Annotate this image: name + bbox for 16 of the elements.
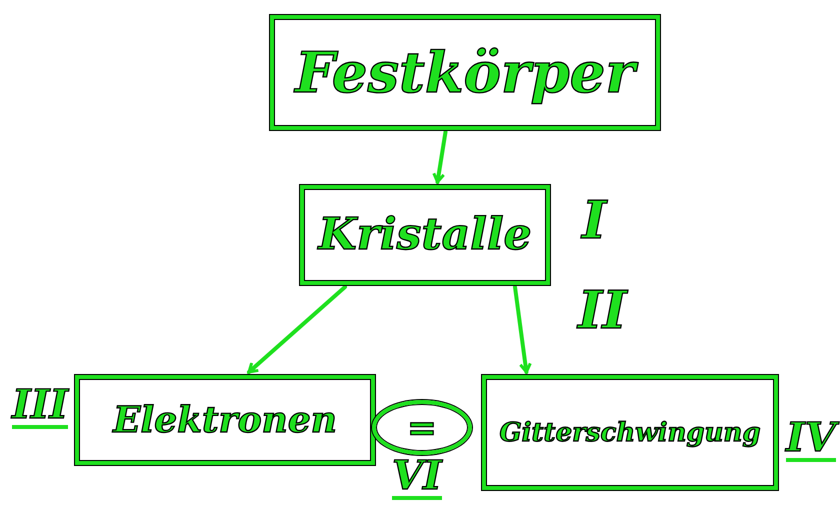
concept-box <box>270 15 660 130</box>
roman-numeral: II <box>578 285 627 337</box>
ellipse-node <box>372 400 472 455</box>
node-label: Gitterschwingung <box>499 420 761 446</box>
node-label: Kristalle <box>318 213 532 257</box>
arrow <box>247 285 347 374</box>
node-label: Elektronen <box>113 402 337 438</box>
roman-numeral: VI <box>392 456 442 500</box>
arrow <box>432 130 448 184</box>
concept-box <box>482 375 778 490</box>
concept-box <box>75 375 375 465</box>
roman-numeral: III <box>12 385 68 429</box>
node-label: = <box>406 410 438 446</box>
roman-numeral: I <box>582 195 606 247</box>
arrow <box>513 285 532 374</box>
concept-box <box>300 185 550 285</box>
